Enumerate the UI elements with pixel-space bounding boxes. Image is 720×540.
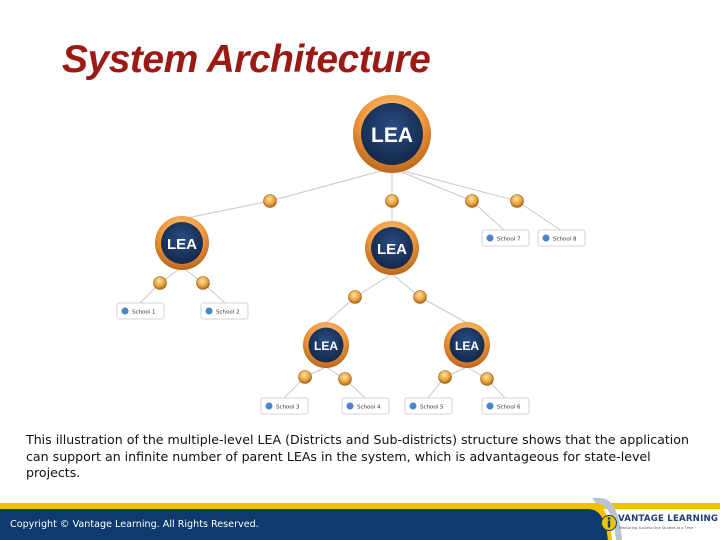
connector-node (348, 290, 362, 304)
school-2-label: School 2 (216, 310, 240, 316)
architecture-diagram: LEA LEA LEA LEA LEA School 1 School 2 Sc… (116, 95, 586, 415)
lea-sub-right-label: LEA (455, 339, 479, 353)
school-5-label: School 5 (420, 405, 444, 411)
globe-icon (265, 402, 273, 410)
school-4-label: School 4 (357, 405, 381, 411)
connector-node (298, 370, 312, 384)
school-1-label: School 1 (132, 310, 156, 316)
school-6-label: School 6 (497, 405, 521, 411)
globe-icon (486, 234, 494, 242)
connector-node (413, 290, 427, 304)
footer-accent-stripe (0, 503, 720, 509)
connector-node (510, 194, 524, 208)
logo-name: VANTAGE LEARNING (618, 514, 719, 524)
globe-icon (542, 234, 550, 242)
connector-node (385, 194, 399, 208)
lea-node-sub-right: LEA (444, 322, 490, 368)
lea-root-label: LEA (371, 124, 413, 147)
school-box-4: School 4 (341, 397, 390, 415)
school-box-8: School 8 (537, 229, 586, 247)
slide-title: System Architecture (62, 38, 431, 81)
lea-sub-left-label: LEA (314, 339, 338, 353)
globe-icon (121, 307, 129, 315)
connector-node (338, 372, 352, 386)
lea-middle-label: LEA (377, 241, 407, 258)
lea-left-label: LEA (167, 236, 197, 253)
lea-node-root: LEA (353, 95, 431, 173)
school-box-2: School 2 (200, 302, 249, 320)
logo-tagline: Measuring Success One Student at a Time (619, 526, 694, 530)
footer-swoosh (540, 498, 622, 540)
school-3-label: School 3 (276, 405, 300, 411)
school-box-3: School 3 (260, 397, 309, 415)
connector-node (153, 276, 167, 290)
copyright-text: Copyright © Vantage Learning. All Rights… (10, 519, 259, 530)
school-8-label: School 8 (553, 237, 577, 243)
connector-node (263, 194, 277, 208)
diagram-description: This illustration of the multiple-level … (26, 432, 689, 480)
connector-node (480, 372, 494, 386)
school-box-7: School 7 (481, 229, 530, 247)
connector-node (196, 276, 210, 290)
connector-node (465, 194, 479, 208)
lea-node-left: LEA (155, 216, 209, 270)
school-box-5: School 5 (404, 397, 453, 415)
vantage-learning-logo: VANTAGE LEARNING Measuring Success One S… (600, 510, 720, 538)
globe-icon (346, 402, 354, 410)
globe-icon (409, 402, 417, 410)
footer-bar (0, 509, 590, 540)
school-box-6: School 6 (481, 397, 530, 415)
connector-node (438, 370, 452, 384)
lea-node-middle: LEA (365, 221, 419, 275)
globe-icon (486, 402, 494, 410)
school-box-1: School 1 (116, 302, 165, 320)
connector-nodes (153, 194, 524, 386)
globe-icon (205, 307, 213, 315)
logo-icon (601, 515, 617, 531)
school-7-label: School 7 (497, 237, 521, 243)
lea-node-sub-left: LEA (303, 322, 349, 368)
